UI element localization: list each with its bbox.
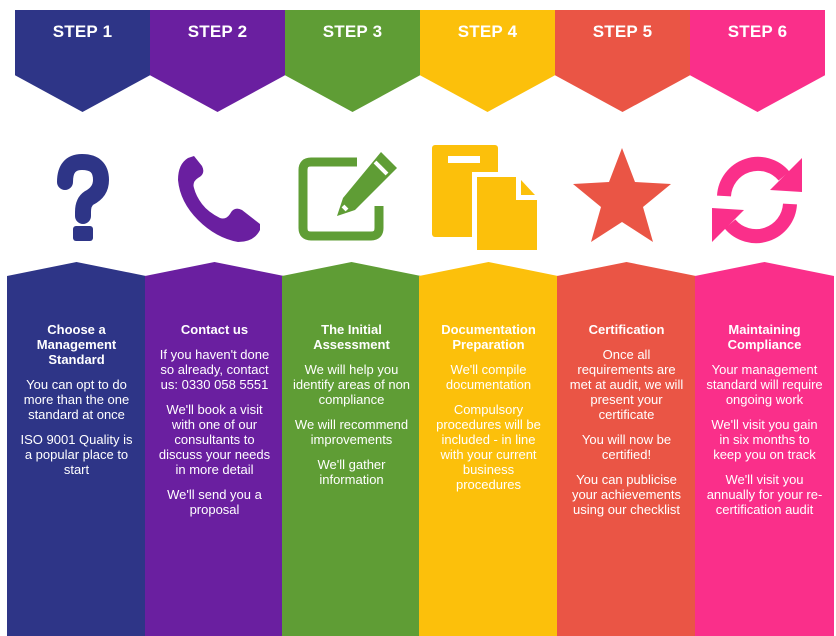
step-5-label: STEP 5 [592,22,653,41]
documents-icon [420,140,555,260]
refresh-icon [690,140,825,260]
step-2-text-3: We'll send you a proposal [167,487,262,517]
step-3-label: STEP 3 [322,22,383,41]
star-icon [555,140,690,260]
phone-icon [150,140,285,260]
step-3-banner: STEP 3 [285,10,420,112]
step-6-text-2: We'll visit you gain in six months to ke… [711,417,818,462]
step-5-text-3: You can publicise your achievements usin… [571,472,682,517]
step-2-panel: Contact us If you haven't done so alread… [145,262,284,636]
step-3-title: The Initial Assessment [313,322,390,352]
step-4-banner: STEP 4 [420,10,555,112]
question-mark-icon [15,140,150,260]
step-3-text-3: We'll gather information [317,457,386,487]
edit-icon [285,140,420,260]
step-5-title: Certification [588,322,665,337]
step-5-banner: STEP 5 [555,10,690,112]
step-6-text-1: Your management standard will require on… [706,362,823,407]
step-2-title: Contact us [180,322,249,337]
step-4-title: Documentation Preparation [441,322,536,352]
step-6-banner: STEP 6 [690,10,825,112]
step-2-text-1: If you haven't done so already, contact … [159,347,270,392]
step-1-title: Choose a Management Standard [36,322,117,367]
step-2-text-2: We'll book a visit with one of our consu… [158,402,271,477]
step-5-text-2: You will now be certified! [581,432,672,462]
step-1-text-1: You can opt to do more than the one stan… [23,377,130,422]
step-5-text-1: Once all requirements are met at audit, … [569,347,684,422]
step-3-text-2: We will recommend improvements [294,417,409,447]
step-4-text-2: Compulsory procedures will be included -… [436,402,541,492]
step-4-label: STEP 4 [457,22,518,41]
step-1-banner: STEP 1 [15,10,150,112]
step-2-banner: STEP 2 [150,10,285,112]
step-6-text-3: We'll visit you annually for your re-cer… [706,472,823,517]
step-1-text-2: ISO 9001 Quality is a popular place to s… [20,432,133,477]
step-1-panel: Choose a Management Standard You can opt… [7,262,146,636]
step-4-text-1: We'll compile documentation [445,362,532,392]
step-1-label: STEP 1 [52,22,113,41]
step-3-text-1: We will help you identify areas of non c… [292,362,411,407]
step-6-title: Maintaining Compliance [727,322,802,352]
step-5-panel: Certification Once all requirements are … [557,262,696,636]
step-6-label: STEP 6 [727,22,788,41]
step-4-panel: Documentation Preparation We'll compile … [419,262,558,636]
step-2-label: STEP 2 [187,22,248,41]
step-6-panel: Maintaining Compliance Your management s… [695,262,834,636]
step-3-panel: The Initial Assessment We will help you … [282,262,421,636]
